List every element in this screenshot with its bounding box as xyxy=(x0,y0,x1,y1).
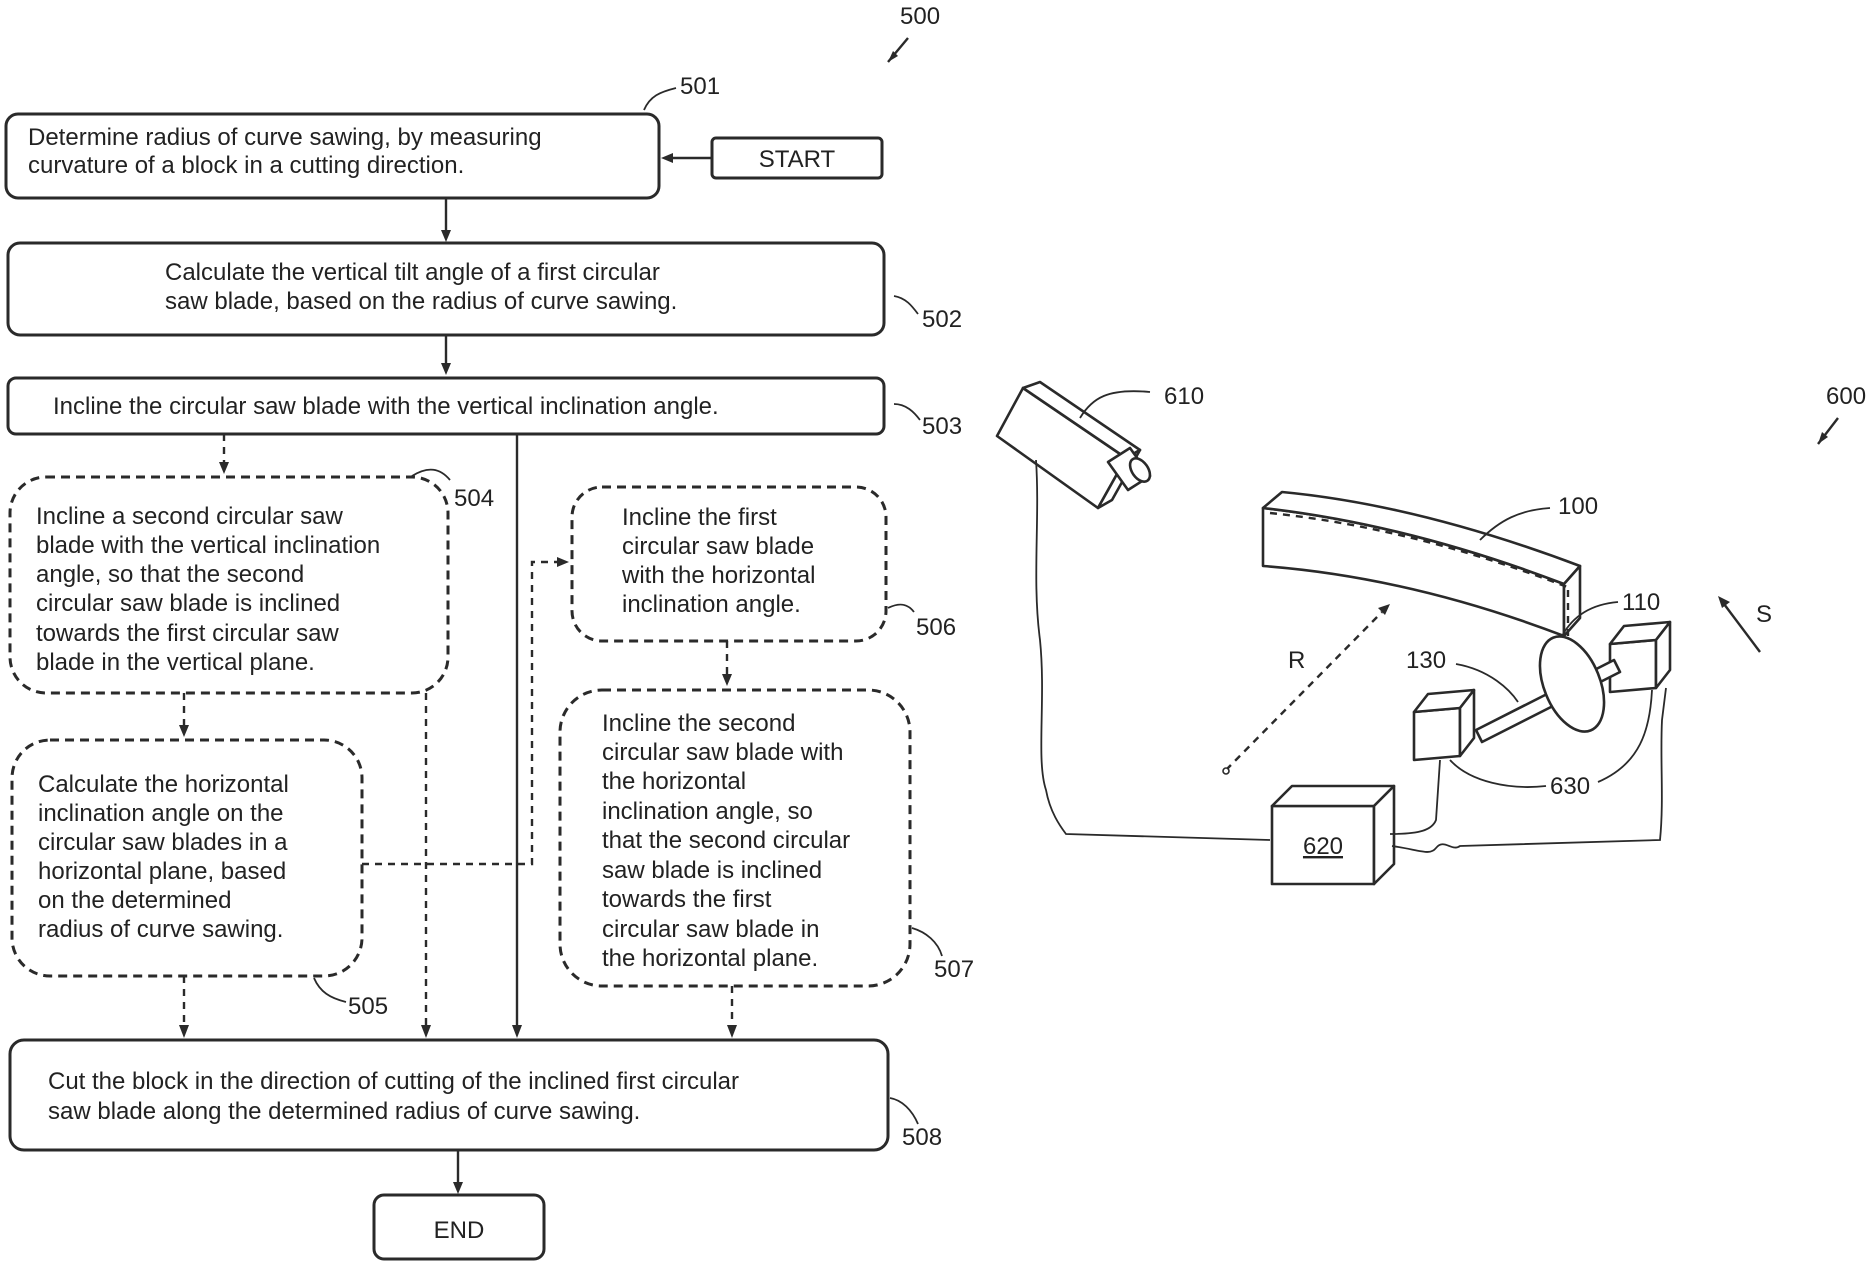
direction-label: S xyxy=(1756,601,1772,628)
step-502-ref: 502 xyxy=(922,306,962,333)
step-501-leader xyxy=(644,88,676,110)
radius-line xyxy=(1226,612,1382,770)
controller-cable-left xyxy=(1390,760,1440,834)
motors-leader-right xyxy=(1598,690,1652,782)
arrowhead-502-503 xyxy=(441,363,451,375)
controller-ref: 620 xyxy=(1303,833,1343,860)
step-501-ref: 501 xyxy=(680,73,720,100)
camera-ref: 610 xyxy=(1164,383,1204,410)
radius-label: R xyxy=(1288,647,1305,674)
step-507-text: Incline the second circular saw blade wi… xyxy=(602,710,857,972)
end-label: END xyxy=(434,1217,485,1244)
block-ref: 100 xyxy=(1558,493,1598,520)
motors-ref: 630 xyxy=(1550,773,1590,800)
step-505-leader xyxy=(314,978,346,1002)
arrowhead-507-508 xyxy=(727,1025,737,1038)
step-504-ref: 504 xyxy=(454,485,494,512)
step-503-text: Incline the circular saw blade with the … xyxy=(53,393,719,420)
arrowhead-504-508 xyxy=(421,1025,431,1038)
system-illustration: 600 610 100 R xyxy=(997,382,1866,884)
arrowhead-503-508 xyxy=(512,1025,522,1038)
step-507-ref: 507 xyxy=(934,956,974,983)
arrowhead-505-508 xyxy=(179,1025,189,1038)
step-503-leader xyxy=(894,404,920,420)
motor-left-icon xyxy=(1414,690,1474,760)
motors-leader-left xyxy=(1450,760,1546,787)
shaft-ref: 130 xyxy=(1406,647,1446,674)
blade-ref: 110 xyxy=(1622,589,1660,616)
arrowhead-501-502 xyxy=(441,230,451,242)
figure-ref-600: 600 xyxy=(1826,383,1866,410)
step-508-ref: 508 xyxy=(902,1124,942,1151)
radius-arrowhead xyxy=(1378,604,1390,615)
flowchart: 500 Determine radius of curve sawing, by… xyxy=(6,3,974,1259)
direction-arrowhead xyxy=(1718,596,1730,608)
start-label: START xyxy=(759,146,836,173)
camera-icon xyxy=(997,382,1154,508)
step-508-box xyxy=(10,1040,888,1150)
radius-center-dot xyxy=(1223,768,1229,774)
camera-cable xyxy=(1036,460,1270,840)
arrowhead-505-506 xyxy=(557,557,569,567)
step-507-leader xyxy=(912,928,942,956)
step-508-leader xyxy=(890,1098,918,1124)
step-505-ref: 505 xyxy=(348,993,388,1020)
arrowhead-504-505 xyxy=(179,725,189,737)
curved-block xyxy=(1263,492,1580,640)
motor-right-icon xyxy=(1610,622,1670,692)
step-502-leader xyxy=(894,296,918,314)
start-arrowhead xyxy=(661,153,673,163)
saw-blade xyxy=(1527,627,1616,741)
step-506-leader xyxy=(888,605,914,612)
step-503-ref: 503 xyxy=(922,413,962,440)
step-506-ref: 506 xyxy=(916,614,956,641)
figure-ref-500: 500 xyxy=(900,3,940,30)
arrowhead-503-504 xyxy=(219,462,229,474)
arrowhead-506-507 xyxy=(722,674,732,686)
direction-arrow xyxy=(1724,604,1760,652)
arrowhead-508-end xyxy=(453,1182,463,1194)
